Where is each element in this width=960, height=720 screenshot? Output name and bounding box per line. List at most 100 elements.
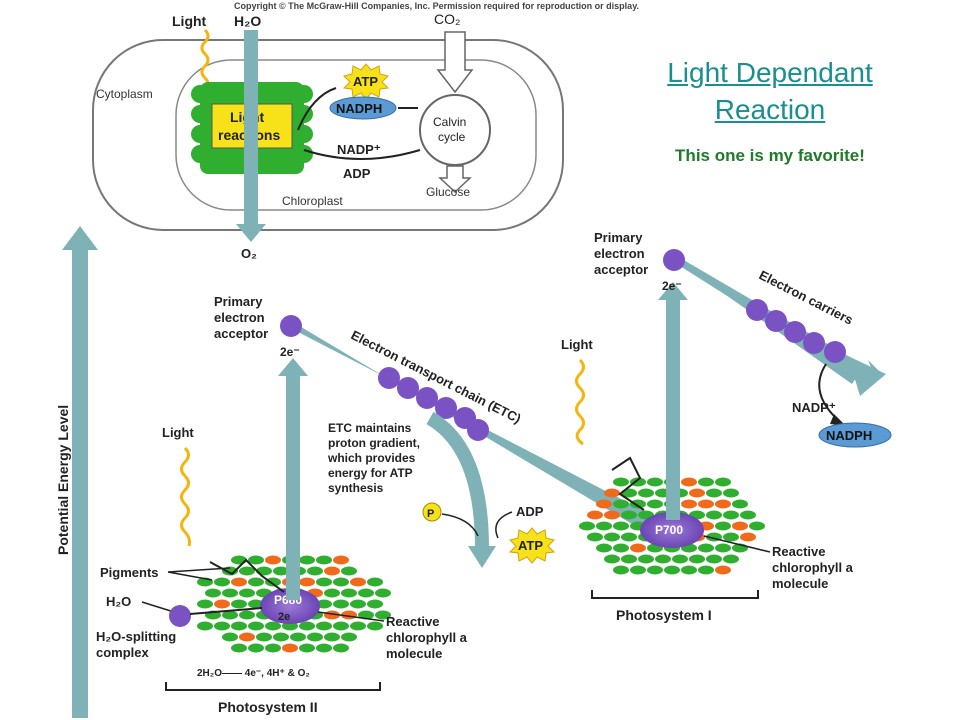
etc-carrier: [435, 397, 457, 419]
atp-star-etc: [508, 527, 556, 564]
nadph-ellipse: [818, 422, 892, 448]
pigment-molecule: [324, 588, 340, 598]
pigment-molecule: [375, 588, 391, 598]
pigment-molecule: [638, 554, 654, 564]
pigment-molecule: [239, 566, 255, 576]
splitting-label-2: complex: [96, 645, 150, 660]
pigment-molecule: [273, 566, 289, 576]
return-curve: [303, 149, 421, 160]
pigment-molecule: [324, 632, 340, 642]
pigment-molecule: [689, 488, 705, 498]
adp-to-atp: [495, 511, 513, 539]
pigment-molecule: [706, 510, 722, 520]
split-equation: 2H₂O—— 4e⁻, 4H⁺ & O₂: [197, 668, 310, 679]
pigment-molecule: [197, 621, 213, 631]
pigment-molecule: [630, 543, 646, 553]
ps2-acceptor-label-3: acceptor: [214, 326, 268, 341]
pigment-molecule: [333, 599, 349, 609]
title-link-line1[interactable]: Light Dependant: [667, 57, 873, 88]
pigment-molecule: [689, 554, 705, 564]
pigment-molecule: [239, 588, 255, 598]
pigment-molecule: [307, 566, 323, 576]
ps1-carrier: [765, 310, 787, 332]
pigment-molecule: [732, 499, 748, 509]
pigment-molecule: [239, 610, 255, 620]
pigment-molecule: [299, 577, 315, 587]
pigment-molecule: [740, 510, 756, 520]
ps1-excitation-arrow: [658, 282, 688, 520]
pigment-molecule: [248, 643, 264, 653]
ps2-reactive-pointer: [317, 611, 385, 622]
pigment-molecule: [231, 577, 247, 587]
pigment-molecule: [341, 566, 357, 576]
p700-label: P700: [655, 523, 683, 537]
ps1-label: Photosystem I: [616, 607, 712, 623]
etc-note-1: ETC maintains: [328, 421, 412, 435]
ps2-2e-top-label: 2e⁻: [280, 345, 300, 359]
ps2-acceptor-label-2: electron: [214, 310, 265, 325]
pigment-molecule: [231, 599, 247, 609]
ps1-reactive-label-3: molecule: [772, 576, 828, 591]
pigment-molecule: [647, 565, 663, 575]
ps2-energy-hops: [209, 558, 285, 593]
nadp-arrow-head: [830, 414, 846, 426]
pigment-molecule: [587, 532, 603, 542]
etc-carrier: [378, 367, 400, 389]
pigment-molecule: [375, 610, 391, 620]
ps2-primary-acceptor: [280, 315, 302, 337]
cytoplasm-outline: [92, 39, 564, 231]
pigment-molecule: [299, 555, 315, 565]
etc-branch-arrow: [426, 411, 489, 549]
ps2-reactive-label-2: chlorophyll a: [386, 630, 468, 645]
pigment-molecule: [706, 554, 722, 564]
pigment-molecule: [324, 566, 340, 576]
chloroplast-outline: [175, 59, 537, 211]
pigment-molecule: [214, 577, 230, 587]
etc-note-5: synthesis: [328, 481, 384, 495]
pigment-molecule: [222, 610, 238, 620]
pigment-molecule: [613, 543, 629, 553]
splitting-to-p680: [189, 607, 263, 615]
pigment-molecule: [604, 532, 620, 542]
h2o-top-label: H₂O: [234, 13, 261, 29]
pigment-molecule: [350, 599, 366, 609]
pigment-molecule: [723, 554, 739, 564]
pigment-molecule: [222, 632, 238, 642]
o2-label: O₂: [241, 246, 257, 261]
etc-note-4: energy for ATP: [328, 466, 413, 480]
light-squiggle-ps2: [180, 446, 191, 547]
adp-etc-label: ADP: [516, 504, 544, 519]
atp-top-label: ATP: [353, 74, 378, 89]
title-link-line2[interactable]: Reaction: [714, 94, 826, 125]
pigment-molecule: [681, 499, 697, 509]
splitting-label-1: H₂O-splitting: [96, 629, 176, 644]
pigment-molecule: [316, 577, 332, 587]
ps1-acceptor-label-3: acceptor: [594, 262, 648, 277]
pigment-molecule: [214, 599, 230, 609]
pigment-molecule: [341, 588, 357, 598]
pigment-molecule: [248, 555, 264, 565]
h2o-pointer: [141, 601, 175, 613]
pigment-molecule: [214, 621, 230, 631]
pigment-molecule: [630, 499, 646, 509]
ps1-bracket: [591, 590, 759, 599]
pigment-molecule: [723, 532, 739, 542]
pigment-molecule: [672, 554, 688, 564]
adp-top-label: ADP: [343, 166, 371, 181]
pigments-pointer: [167, 567, 231, 581]
pigment-molecule: [698, 565, 714, 575]
h2o-ps2-label: H₂O: [106, 594, 131, 609]
pigment-molecule: [723, 510, 739, 520]
nadph-label: NADPH: [826, 428, 872, 443]
pigment-molecule: [205, 588, 221, 598]
copyright-text: Copyright © The McGraw-Hill Companies, I…: [234, 1, 639, 11]
pigment-molecule: [231, 643, 247, 653]
pigment-molecule: [706, 488, 722, 498]
h2o-to-o2-arrow: [236, 30, 266, 242]
pigment-molecule: [367, 621, 383, 631]
pigment-molecule: [367, 577, 383, 587]
pigment-molecule: [749, 521, 765, 531]
pigment-molecule: [604, 488, 620, 498]
pigment-molecule: [613, 499, 629, 509]
pigment-molecule: [723, 488, 739, 498]
